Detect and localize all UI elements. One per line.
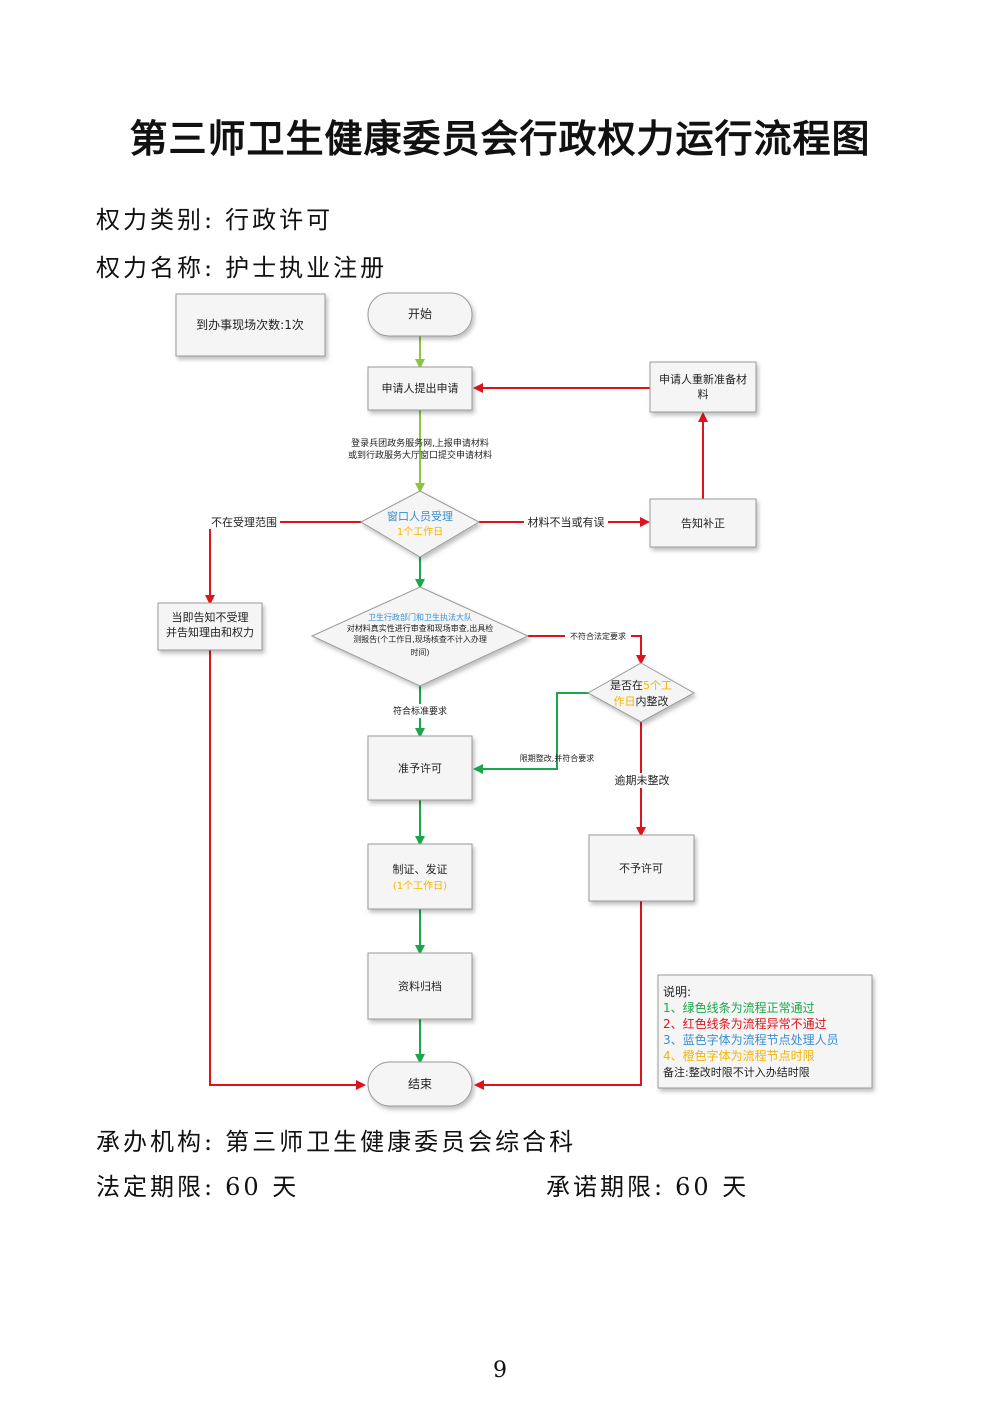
review-label-4: 时间) — [410, 647, 429, 657]
promise-label: 承诺期限: — [546, 1173, 666, 1201]
archive-label: 资料归档 — [398, 979, 442, 993]
legend-item-blue: 3、蓝色字体为流程节点处理人员 — [663, 1032, 839, 1047]
rectify-label-2a: 作日 — [614, 695, 636, 708]
grant-node — [367, 735, 473, 801]
legend-box — [657, 974, 873, 1089]
notify-reject-label-2: 并告知理由和权力 — [166, 625, 254, 639]
materials-wrong-label: 材料不当或有误 — [528, 515, 605, 529]
reprepare-label-1: 申请人重新准备材 — [659, 372, 747, 386]
meta-legal: 法定期限: 60 天 — [96, 1167, 299, 1202]
not-meet-legal-label: 不符合法定要求 — [570, 631, 626, 641]
start-label: 开始 — [408, 307, 432, 321]
rectified-ok-label: 限期整改,并符合要求 — [520, 753, 595, 763]
legend-item-orange: 4、橙色字体为流程节点时限 — [663, 1048, 815, 1063]
archive-node — [367, 952, 473, 1020]
accept-node — [359, 490, 481, 558]
category-label: 权力类别: — [96, 206, 216, 234]
rectify-label-1a: 是否在 — [610, 679, 643, 692]
review-label-2: 对材料真实性进行审查和现场审查,出具检 — [347, 623, 494, 633]
overdue-label: 逾期未整改 — [615, 773, 670, 787]
notify-supplement-node — [649, 498, 757, 548]
edge-rectify-grant — [473, 692, 590, 774]
end-label: 结束 — [408, 1077, 432, 1091]
review-label-3: 测报告(个工作日,现场核查不计入办理 — [353, 634, 487, 644]
rectify-label-1b: 5个工 — [643, 679, 672, 692]
meets-std-label: 符合标准要求 — [393, 705, 447, 717]
legend-note: 备注:整改时限不计入办结时限 — [663, 1065, 810, 1079]
submit-note-1: 登录兵团政务服务网,上报申请材料 — [351, 437, 489, 449]
accept-label-2: 1个工作日 — [397, 526, 443, 538]
name-label: 权力名称: — [96, 254, 216, 282]
meta-agency: 承办机构: 第三师卫生健康委员会综合科 — [96, 1122, 576, 1157]
name-value: 护士执业注册 — [225, 254, 388, 282]
materials-wrong-bg — [524, 514, 608, 529]
legend-item-green: 1、绿色线条为流程正常通过 — [663, 1000, 815, 1015]
page-title: 第三师卫生健康委员会行政权力运行流程图 — [129, 116, 871, 161]
apply-node — [367, 366, 473, 411]
rectify-label-2b: 内整改 — [636, 694, 669, 708]
start-node — [367, 292, 473, 337]
issue-node — [367, 843, 473, 910]
visits-box — [175, 293, 326, 357]
agency-value: 第三师卫生健康委员会综合科 — [225, 1128, 577, 1156]
not-meet-legal-bg — [565, 630, 631, 642]
legend-title: 说明: — [663, 984, 691, 999]
notify-supplement-label: 告知补正 — [681, 516, 725, 530]
legal-label: 法定期限: — [96, 1173, 216, 1201]
reprepare-node — [649, 361, 757, 413]
meta-promise: 承诺期限: 60 天 — [546, 1167, 749, 1202]
agency-label: 承办机构: — [96, 1128, 216, 1156]
meta-name: 权力名称: 护士执业注册 — [96, 248, 387, 283]
meets-std-bg — [388, 704, 452, 718]
edge-accept-reject — [205, 521, 361, 605]
visits-text: 到办事现场次数:1次 — [196, 317, 304, 332]
category-value: 行政许可 — [225, 206, 334, 234]
review-node — [310, 586, 530, 687]
meta-category: 权力类别: 行政许可 — [96, 200, 333, 235]
end-node — [367, 1061, 473, 1107]
notify-reject-node — [157, 602, 263, 651]
submit-note-2: 或到行政服务大厅窗口提交申请材料 — [348, 449, 492, 461]
overdue-bg — [610, 773, 674, 788]
legend-item-red: 2、红色线条为流程异常不通过 — [663, 1016, 827, 1031]
not-in-scope-label: 不在受理范围 — [211, 515, 277, 529]
rectify-label-1: 是否在5个工 — [610, 679, 672, 692]
accept-label-1: 窗口人员受理 — [387, 509, 453, 523]
reprepare-label-2: 料 — [698, 387, 709, 401]
promise-value: 60 天 — [675, 1173, 750, 1201]
issue-label-2: (1个工作日) — [393, 880, 447, 892]
page-number: 9 — [493, 1358, 507, 1383]
legal-value: 60 天 — [225, 1173, 300, 1201]
deny-label: 不予许可 — [619, 862, 663, 875]
deny-node — [588, 834, 695, 902]
issue-label-1: 制证、发证 — [393, 862, 448, 876]
review-label-1: 卫生行政部门和卫生执法大队 — [368, 612, 472, 622]
grant-label: 准予许可 — [398, 762, 442, 775]
edge-deny-end — [474, 901, 642, 1090]
rectify-label-2: 作日内整改 — [614, 694, 669, 708]
edge-reject-end — [209, 650, 366, 1090]
rectify-node — [586, 662, 696, 723]
notify-reject-label-1: 当即告知不受理 — [172, 610, 249, 624]
apply-label: 申请人提出申请 — [382, 381, 459, 395]
not-in-scope-bg — [208, 514, 280, 529]
